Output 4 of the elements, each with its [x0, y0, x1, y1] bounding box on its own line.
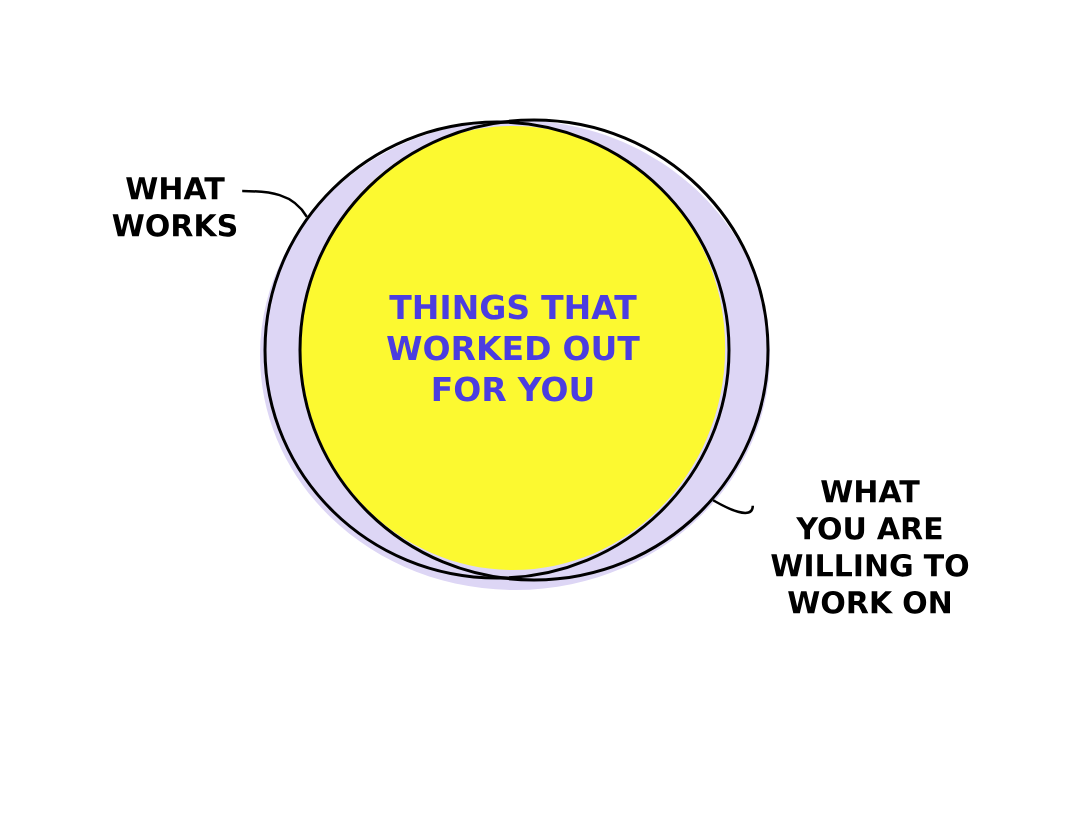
label-text: WHAT WORKS	[112, 177, 237, 237]
leader-line	[712, 499, 755, 515]
leader-line	[242, 189, 308, 218]
label-text: WHAT YOU ARE WILLING TO WORK ON	[771, 480, 969, 614]
